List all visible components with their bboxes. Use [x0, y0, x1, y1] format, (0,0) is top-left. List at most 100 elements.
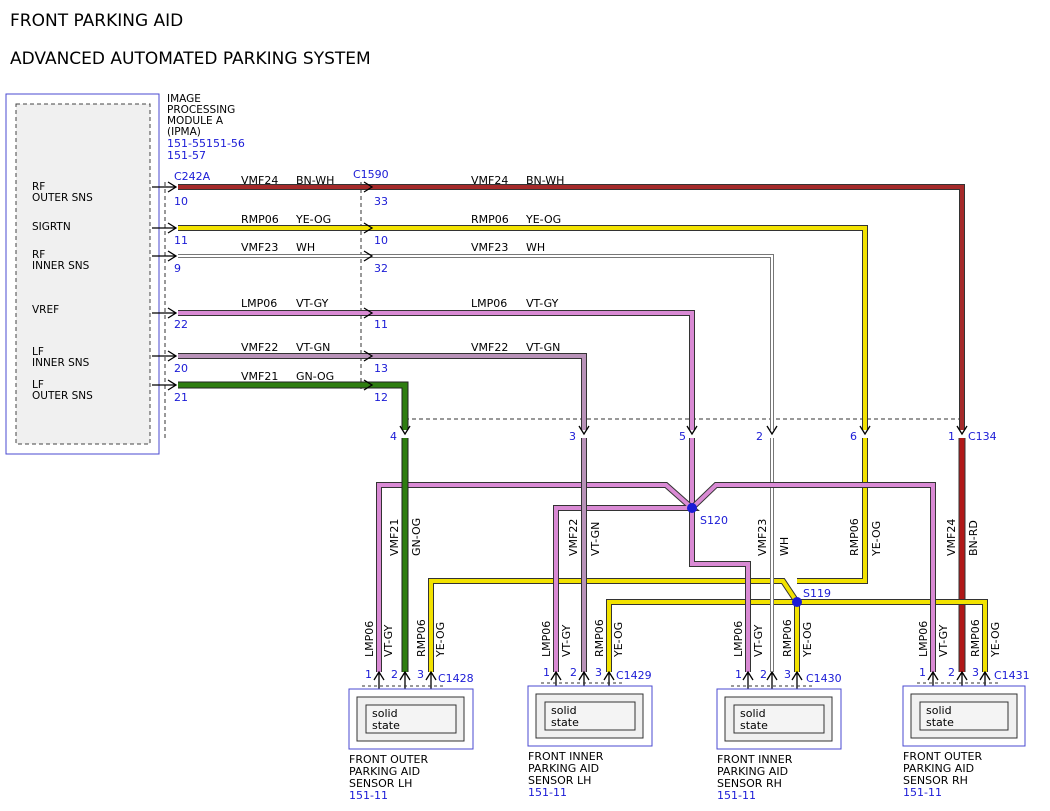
sensor-pin-numbers: 1 2 3 [365, 668, 424, 681]
pin-number: 1 [543, 666, 550, 679]
sensor-name-line: SENSOR LH [349, 777, 412, 790]
pin-number: 33 [374, 195, 388, 208]
color-label: YE-OG [525, 213, 561, 226]
color-label: VT-GY [382, 624, 395, 657]
pin-label: INNER SNS [32, 357, 90, 369]
pin-number: 3 [595, 666, 602, 679]
sensor-connector-label[interactable]: C1429 [616, 669, 652, 682]
circuit-label: RMP06 [848, 518, 861, 556]
diagram-title: FRONT PARKING AID [10, 11, 183, 31]
pin-number: 1 [735, 668, 742, 681]
sensor-front-outer-lh[interactable]: LMP06 VT-GY RMP06 YE-OG 1 2 3 C1428 soli… [348, 619, 474, 802]
color-label: GN-OG [410, 518, 423, 556]
solid-state-label: solid [551, 704, 577, 717]
sensor-wire-labels: LMP06 VT-GY RMP06 YE-OG [540, 619, 625, 658]
c242a-label[interactable]: C242A [174, 170, 211, 183]
sensor-front-inner-rh[interactable]: LMP06 VT-GY RMP06 YE-OG 1 2 3 C1430 soli… [716, 619, 842, 802]
circuit-label: RMP06 [415, 619, 428, 657]
circuit-label: VMF24 [241, 174, 278, 187]
color-label: BN-RD [967, 520, 980, 556]
circuit-label: LMP06 [732, 621, 745, 657]
pin-number: 9 [174, 262, 181, 275]
wire-labels-left: VMF24 BN-WH RMP06 YE-OG VMF23 WH LMP06 V… [241, 174, 334, 383]
ipma-ref[interactable]: 151-57 [167, 149, 206, 162]
color-label: YE-OG [870, 521, 883, 557]
color-label: GN-OG [296, 370, 334, 383]
pin-number: 3 [972, 666, 979, 679]
solid-state-label: state [926, 716, 954, 729]
color-label: VT-GN [526, 341, 560, 354]
sensor-front-inner-lh[interactable]: LMP06 VT-GY RMP06 YE-OG 1 2 3 C1429 soli… [527, 619, 653, 799]
sensor-front-outer-rh[interactable]: LMP06 VT-GY RMP06 YE-OG 1 2 3 C1431 soli… [902, 619, 1030, 799]
sensor-name-line: FRONT INNER [528, 750, 604, 763]
wire-vmf22[interactable] [178, 353, 587, 672]
circuit-label: VMF23 [471, 241, 508, 254]
sensor-ref[interactable]: 151-11 [349, 789, 388, 802]
pin-label: LF [32, 346, 44, 358]
diagram-subtitle: ADVANCED AUTOMATED PARKING SYSTEM [10, 49, 371, 69]
wire-vmf23[interactable] [178, 254, 774, 672]
sensor-connector-label[interactable]: C1430 [806, 672, 842, 685]
splice-s119[interactable] [792, 597, 802, 607]
sensor-name-line: FRONT INNER [717, 753, 793, 766]
splice-s119-label[interactable]: S119 [803, 587, 831, 600]
ipma-ref[interactable]: 151-55151-56 [167, 137, 245, 150]
sensor-ref[interactable]: 151-11 [717, 789, 756, 802]
pin-number: 12 [374, 391, 388, 404]
pin-number: 21 [174, 391, 188, 404]
wire-vmf21[interactable] [178, 381, 409, 672]
solid-state-label: solid [372, 707, 398, 720]
pin-label: SIGRTN [32, 221, 71, 233]
circuit-label: VMF21 [241, 370, 278, 383]
pin-number: 3 [784, 668, 791, 681]
sensor-name-line: SENSOR RH [903, 774, 968, 787]
c242a-pin-numbers: 10 11 9 22 20 21 [174, 195, 188, 404]
circuit-label: RMP06 [241, 213, 279, 226]
pin-number: 4 [390, 430, 397, 443]
c1590-label[interactable]: C1590 [353, 168, 389, 181]
solid-state-label: solid [740, 707, 766, 720]
ipma-module-outline [5, 93, 160, 455]
sensor-connector-label[interactable]: C1431 [994, 669, 1030, 682]
circuit-label: VMF22 [567, 519, 580, 556]
sensor-pin-numbers: 1 2 3 [543, 666, 602, 679]
splice-s120[interactable] [687, 503, 697, 513]
sensor-ref[interactable]: 151-11 [903, 786, 942, 799]
c1590-pin-numbers: 33 10 32 11 13 12 [374, 195, 388, 404]
solid-state-box [919, 701, 1009, 731]
circuit-label: LMP06 [241, 297, 277, 310]
sensor-wire-labels: LMP06 VT-GY RMP06 YE-OG [363, 619, 447, 658]
solid-state-box [365, 704, 457, 734]
solid-state-label: state [372, 719, 400, 732]
circuit-label: LMP06 [471, 297, 507, 310]
sensor-ref[interactable]: 151-11 [528, 786, 567, 799]
pin-number: 2 [948, 666, 955, 679]
wire-lmp06[interactable] [178, 310, 936, 672]
pin-label: OUTER SNS [32, 192, 93, 204]
pin-number: 11 [374, 318, 388, 331]
color-label: YE-OG [989, 622, 1002, 658]
pin-number: 6 [850, 430, 857, 443]
pin-number: 10 [374, 234, 388, 247]
sensor-connector-label[interactable]: C1428 [438, 672, 474, 685]
pin-number: 3 [569, 430, 576, 443]
color-label: YE-OG [295, 213, 331, 226]
sensor-wire-labels: LMP06 VT-GY RMP06 YE-OG [732, 619, 814, 658]
color-label: VT-GY [937, 624, 950, 657]
color-label: VT-GN [296, 341, 330, 354]
wire-vmf24[interactable] [178, 184, 966, 672]
solid-state-label: state [551, 716, 579, 729]
color-label: YE-OG [612, 622, 625, 658]
sensor-name: FRONT OUTER PARKING AID SENSOR RH [903, 750, 982, 787]
pin-number: 2 [391, 668, 398, 681]
sensor-name-line: PARKING AID [349, 765, 420, 778]
c134-label[interactable]: C134 [968, 430, 997, 443]
sensor-name-line: FRONT OUTER [903, 750, 982, 763]
ipma-name-line: MODULE A [167, 115, 224, 127]
circuit-label: LMP06 [917, 621, 930, 657]
splice-s120-label[interactable]: S120 [700, 514, 728, 527]
sensor-name-line: PARKING AID [903, 762, 974, 775]
pin-number: 10 [174, 195, 188, 208]
pin-number: 22 [174, 318, 188, 331]
c134-pin-numbers: 4 3 5 2 6 1 [390, 430, 955, 443]
